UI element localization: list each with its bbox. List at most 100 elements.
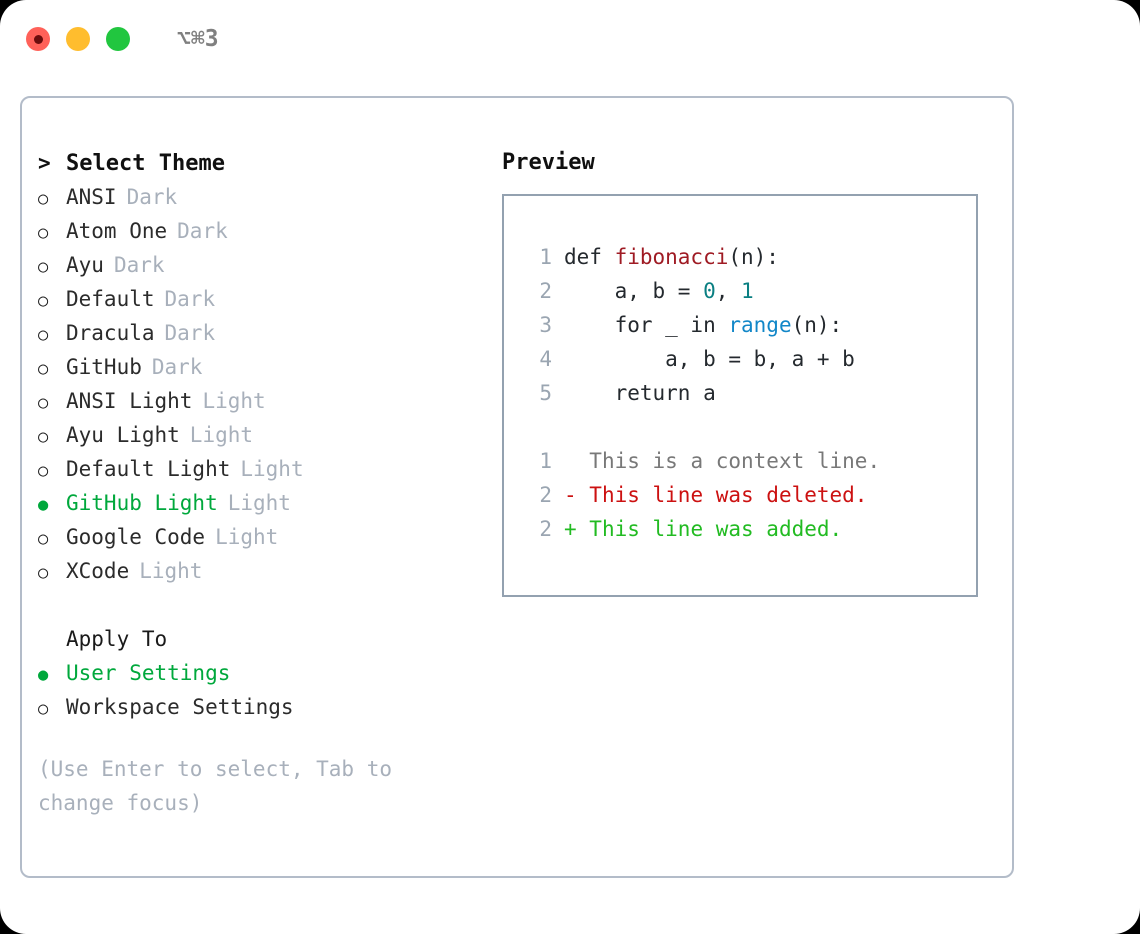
code-content: return a (564, 376, 716, 410)
line-number: 5 (539, 381, 552, 405)
theme-name: ANSI (66, 185, 117, 209)
indent-spacer (38, 622, 66, 656)
theme-name: GitHub Light (66, 491, 218, 515)
theme-name: Ayu (66, 253, 104, 277)
list-spacer (38, 588, 488, 622)
diff-line-added: 2 + This line was added. (522, 512, 976, 546)
theme-item-default-dark[interactable]: ○ Default Dark (38, 282, 488, 316)
theme-selector-column: > Select Theme ○ ANSI Dark ○ Atom One Da… (38, 146, 488, 820)
theme-item-ayu-light[interactable]: ○ Ayu Light Light (38, 418, 488, 452)
line-number: 1 (539, 245, 552, 269)
radio-on-icon: ● (38, 665, 49, 685)
theme-variant: Dark (164, 321, 216, 345)
code-token: , (715, 279, 742, 303)
theme-name: XCode (66, 559, 130, 583)
radio-off-icon: ○ (38, 393, 49, 413)
diff-sign (564, 444, 577, 478)
line-number: 3 (539, 313, 552, 337)
theme-name: ANSI Light (66, 389, 193, 413)
theme-variant: Dark (126, 185, 178, 209)
page-title: Select Theme (66, 151, 225, 176)
theme-item-google-code-light[interactable]: ○ Google Code Light (38, 520, 488, 554)
line-number: 2 (539, 279, 552, 303)
code-content: a, b = b, a + b (564, 342, 855, 376)
apply-to-option-label: User Settings (66, 661, 231, 685)
theme-item-ayu-dark[interactable]: ○ Ayu Dark (38, 248, 488, 282)
theme-variant: Light (227, 491, 291, 515)
diff-sign: + (564, 517, 577, 541)
code-token: (n): (728, 245, 779, 269)
caret-icon: > (38, 151, 51, 175)
code-token: a, b = (564, 279, 704, 303)
diff-text: This line was added. (576, 517, 843, 541)
preview-title: Preview (502, 150, 595, 175)
theme-variant: Light (240, 457, 304, 481)
theme-item-ansi-dark[interactable]: ○ ANSI Dark (38, 180, 488, 214)
preview-box: 1 def fibonacci(n): 2 a, b = 0, 1 3 for … (502, 194, 978, 597)
radio-off-icon: ○ (38, 291, 49, 311)
code-token: 1 (741, 279, 754, 303)
theme-name: Google Code (66, 525, 206, 549)
diff-line-context: 1 This is a context line. (522, 444, 976, 478)
radio-off-icon: ○ (38, 461, 49, 481)
radio-off-icon: ○ (38, 223, 49, 243)
code-token: (n): (791, 313, 843, 337)
theme-variant: Dark (164, 287, 216, 311)
code-content: for _ in range(n): (564, 308, 843, 342)
diff-text: This is a context line. (576, 449, 881, 473)
theme-variant: Dark (151, 355, 203, 379)
theme-item-github-light[interactable]: ● GitHub Light Light (38, 486, 488, 520)
theme-item-default-light[interactable]: ○ Default Light Light (38, 452, 488, 486)
apply-to-label: Apply To (66, 627, 168, 651)
maximize-button[interactable] (106, 27, 130, 51)
apply-to-option-user-settings[interactable]: ● User Settings (38, 656, 488, 690)
radio-off-icon: ○ (38, 359, 49, 379)
theme-item-dracula-dark[interactable]: ○ Dracula Dark (38, 316, 488, 350)
theme-variant: Light (139, 559, 203, 583)
radio-off-icon: ○ (38, 563, 49, 583)
theme-item-atom-one-dark[interactable]: ○ Atom One Dark (38, 214, 488, 248)
diff-sign: - (564, 483, 577, 507)
theme-name: GitHub (66, 355, 142, 379)
diff-line-deleted: 2 - This line was deleted. (522, 478, 976, 512)
theme-variant: Dark (113, 253, 165, 277)
line-number: 1 (539, 449, 552, 473)
theme-item-xcode-light[interactable]: ○ XCode Light (38, 554, 488, 588)
theme-variant: Light (189, 423, 254, 447)
line-number: 2 (539, 517, 552, 541)
diff-text: This line was deleted. (576, 483, 868, 507)
code-token: def (564, 245, 615, 269)
apply-to-option-workspace-settings[interactable]: ○ Workspace Settings (38, 690, 488, 724)
window-controls (26, 27, 130, 51)
radio-off-icon: ○ (38, 699, 49, 719)
radio-off-icon: ○ (38, 189, 49, 209)
keyboard-shortcut-label: ⌥⌘3 (177, 25, 219, 52)
select-theme-header: > Select Theme (38, 146, 488, 180)
line-number: 2 (539, 483, 552, 507)
code-token: a, b = b, a + b (564, 347, 855, 371)
theme-item-ansi-light[interactable]: ○ ANSI Light Light (38, 384, 488, 418)
code-content: def fibonacci(n): (564, 240, 779, 274)
radio-off-icon: ○ (38, 529, 49, 549)
titlebar: ⌥⌘3 (0, 0, 1140, 78)
theme-name: Atom One (66, 219, 168, 243)
code-line: 3 for _ in range(n): (522, 308, 976, 342)
theme-name: Default Light (66, 457, 231, 481)
theme-name: Ayu Light (66, 423, 180, 447)
code-line: 2 a, b = 0, 1 (522, 274, 976, 308)
close-button[interactable] (26, 27, 50, 51)
theme-name: Default (66, 287, 155, 311)
minimize-button[interactable] (66, 27, 90, 51)
apply-to-header: Apply To (38, 622, 488, 656)
code-token: return a (564, 381, 716, 405)
radio-on-icon: ● (38, 495, 49, 515)
theme-variant: Light (215, 525, 279, 549)
preview-section-gap (522, 410, 976, 444)
keyboard-hint-text: (Use Enter to select, Tab to change focu… (38, 757, 393, 815)
code-line: 5 return a (522, 376, 976, 410)
theme-item-github-dark[interactable]: ○ GitHub Dark (38, 350, 488, 384)
theme-name: Dracula (66, 321, 155, 345)
theme-variant: Dark (177, 219, 228, 243)
main-panel: > Select Theme ○ ANSI Dark ○ Atom One Da… (20, 96, 1014, 878)
